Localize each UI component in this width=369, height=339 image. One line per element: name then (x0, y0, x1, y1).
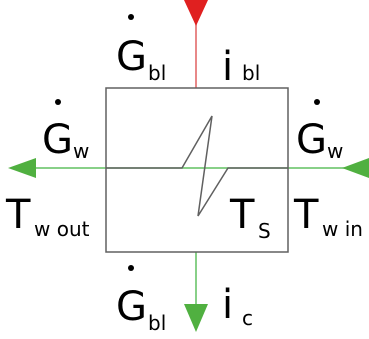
flow-rate-dot (55, 99, 61, 105)
label-t-s: T S (229, 192, 271, 243)
label-base: T (5, 192, 31, 238)
label-t-w-out: T w out (5, 192, 90, 241)
label-g-bl-out: G bl (116, 265, 166, 335)
label-base: G (296, 117, 327, 163)
exchanger-box (105, 87, 289, 253)
label-sub: bl (148, 311, 166, 335)
flow-rate-dot (314, 99, 320, 105)
label-sub: w (73, 139, 89, 163)
label-base: i (222, 282, 233, 328)
water-outlet-arrow (8, 158, 36, 178)
label-base: T (229, 192, 255, 238)
label-base: G (116, 284, 147, 330)
label-base: G (42, 117, 73, 163)
water-inlet-arrow (342, 158, 369, 178)
label-i-c: i c (222, 282, 253, 330)
flow-rate-dot (128, 14, 134, 20)
heat-transfer-zigzag (106, 115, 288, 217)
flow-rate-dot (128, 265, 134, 271)
label-base: T (293, 192, 319, 238)
blowdown-inlet-arrow (184, 0, 208, 26)
label-base: i (222, 44, 233, 90)
label-sub: bl (242, 61, 260, 85)
label-sub: c (242, 306, 253, 330)
label-t-w-in: T w in (293, 192, 363, 241)
label-g-w-right: G w (296, 99, 343, 163)
blowdown-outlet-arrow (184, 304, 208, 332)
label-base: G (116, 34, 147, 80)
label-sub: w out (34, 217, 90, 241)
label-g-bl-in: G bl (116, 14, 166, 85)
label-sub: S (258, 219, 271, 243)
label-sub: w in (322, 217, 363, 241)
label-sub: w (327, 139, 343, 163)
label-sub: bl (148, 61, 166, 85)
label-i-bl: i bl (222, 44, 260, 90)
label-g-w-left: G w (42, 99, 89, 163)
